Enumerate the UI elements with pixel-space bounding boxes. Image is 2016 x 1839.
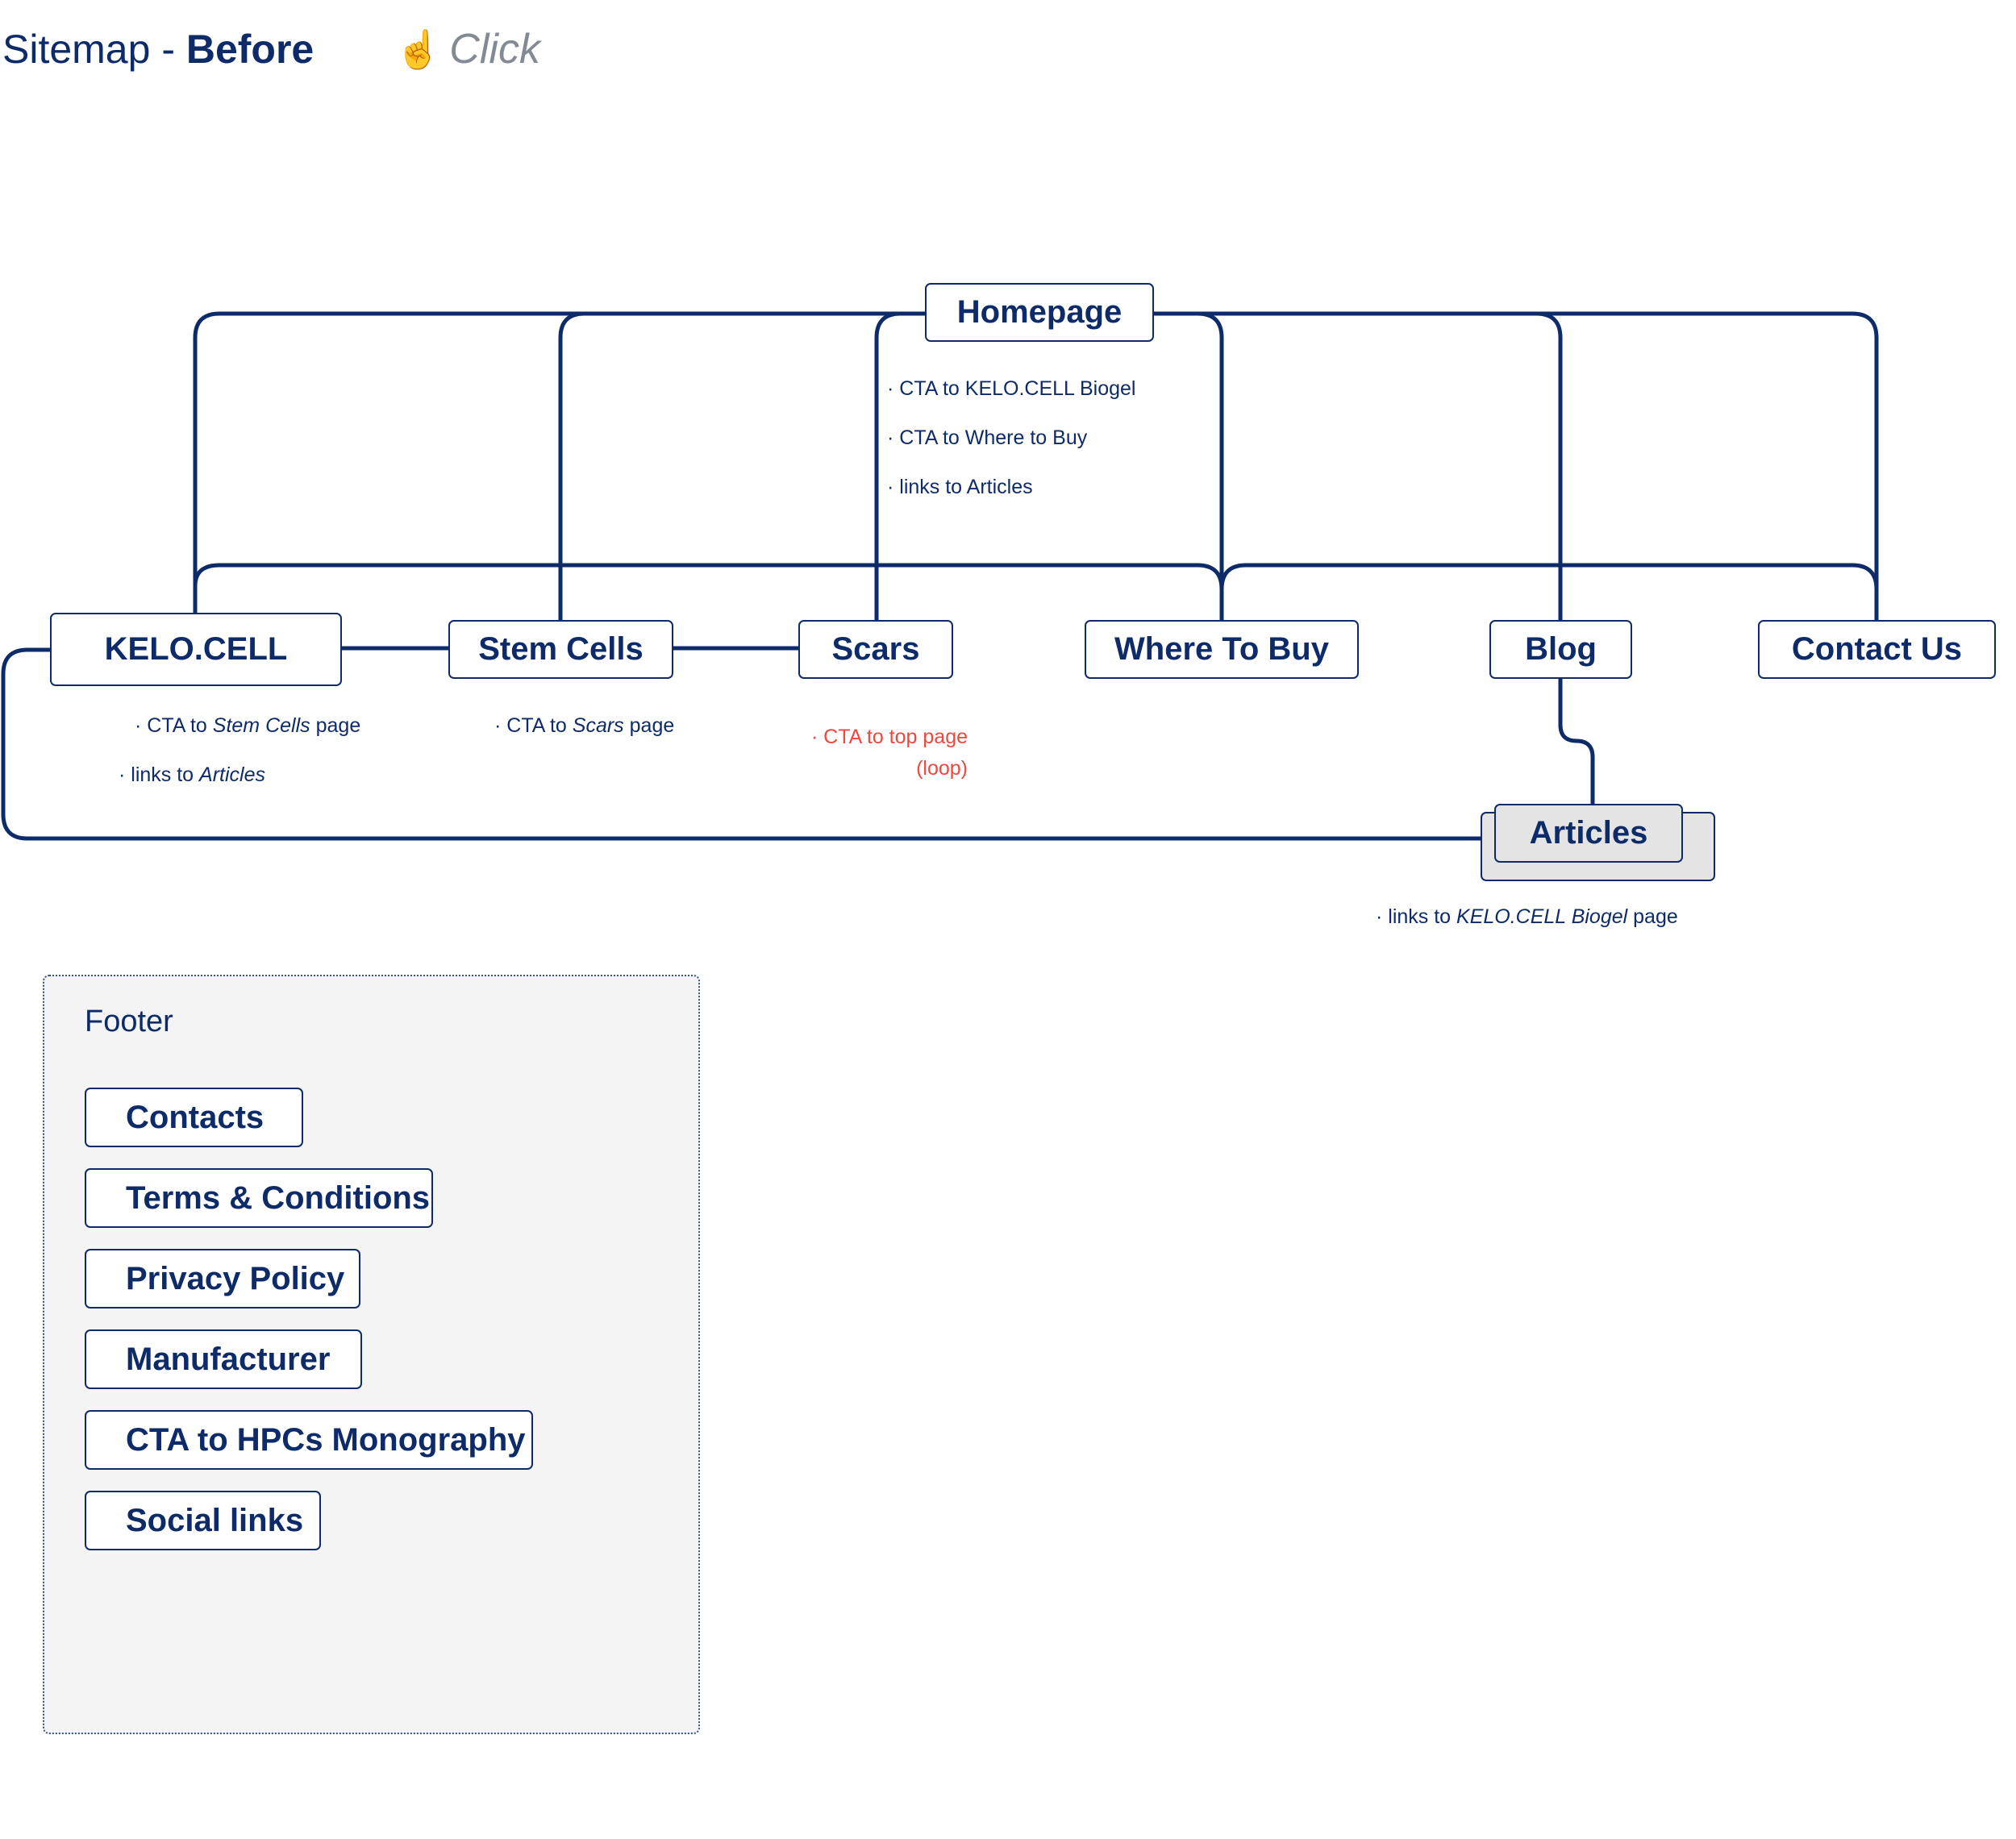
note-text: page — [623, 714, 675, 737]
connector-midbus-right — [1219, 563, 1879, 624]
kelocell-note-2: · links to Articles — [119, 762, 265, 788]
homepage-note-3: · links to Articles — [887, 476, 1033, 498]
title-prefix: Sitemap - — [2, 27, 186, 72]
footer-panel: Footer Contacts Terms & Conditions Priva… — [43, 975, 700, 1734]
connector-homepage-contactus — [1149, 311, 1879, 624]
note-text: · links to — [1376, 905, 1457, 928]
footer-manufacturer-button[interactable]: Manufacturer — [85, 1329, 362, 1389]
node-kelocell[interactable]: KELO.CELL — [50, 613, 342, 686]
node-articles[interactable]: Articles — [1494, 804, 1683, 863]
node-contact-us[interactable]: Contact Us — [1758, 620, 1996, 679]
pointing-hand-icon: ☝ — [395, 28, 442, 70]
click-hint[interactable]: ☝ Click — [395, 23, 540, 76]
footer-monography-button[interactable]: CTA to HPCs Monography — [85, 1410, 533, 1470]
scars-loop-note-line-2: (loop) — [916, 757, 968, 780]
note-text: · links to — [119, 763, 200, 786]
footer-privacy-button[interactable]: Privacy Policy — [85, 1249, 360, 1309]
connector-homepage-scars — [874, 311, 928, 624]
node-where-to-buy[interactable]: Where To Buy — [1085, 620, 1359, 679]
note-emphasis: Stem Cells — [212, 714, 310, 737]
node-homepage[interactable]: Homepage — [925, 283, 1154, 342]
note-emphasis: Articles — [199, 763, 265, 786]
footer-label: Footer — [85, 1005, 173, 1038]
articles-note: · links to KELO.CELL Biogel page — [1376, 904, 1678, 930]
connector-homepage-wheretobuy — [1149, 311, 1224, 624]
node-blog[interactable]: Blog — [1489, 620, 1632, 679]
click-hint-label: Click — [449, 26, 540, 73]
connector-kelocell-articles-loop — [1, 647, 1486, 841]
footer-social-links-button[interactable]: Social links — [85, 1491, 321, 1550]
connector-blog-articles — [1558, 676, 1595, 805]
node-stem-cells[interactable]: Stem Cells — [448, 620, 673, 679]
footer-contacts-button[interactable]: Contacts — [85, 1088, 303, 1147]
title-emphasis: Before — [185, 27, 314, 72]
scars-loop-note-line-1: · CTA to top page — [810, 726, 968, 748]
note-text: · CTA to — [494, 714, 573, 737]
connector-homepage-blog — [1149, 311, 1563, 624]
scars-loop-note: · CTA to top page (loop) — [774, 724, 968, 781]
connector-homepage-kelocell — [193, 311, 928, 616]
note-emphasis: KELO.CELL Biogel — [1456, 905, 1628, 928]
connector-midbus-left — [193, 563, 1224, 624]
homepage-note-1: · CTA to KELO.CELL Biogel — [887, 377, 1136, 400]
note-text: · CTA to — [135, 714, 213, 737]
connector-homepage-stemcells — [558, 311, 928, 624]
note-text: page — [310, 714, 361, 737]
node-scars[interactable]: Scars — [798, 620, 953, 679]
note-emphasis: Scars — [572, 714, 624, 737]
footer-terms-button[interactable]: Terms & Conditions — [85, 1168, 433, 1228]
page-title: Sitemap - Before — [2, 23, 314, 76]
homepage-note-2: · CTA to Where to Buy — [887, 426, 1088, 449]
note-text: page — [1627, 905, 1678, 928]
stem-cells-note: · CTA to Scars page — [494, 713, 674, 739]
kelocell-note-1: · CTA to Stem Cells page — [135, 713, 360, 739]
